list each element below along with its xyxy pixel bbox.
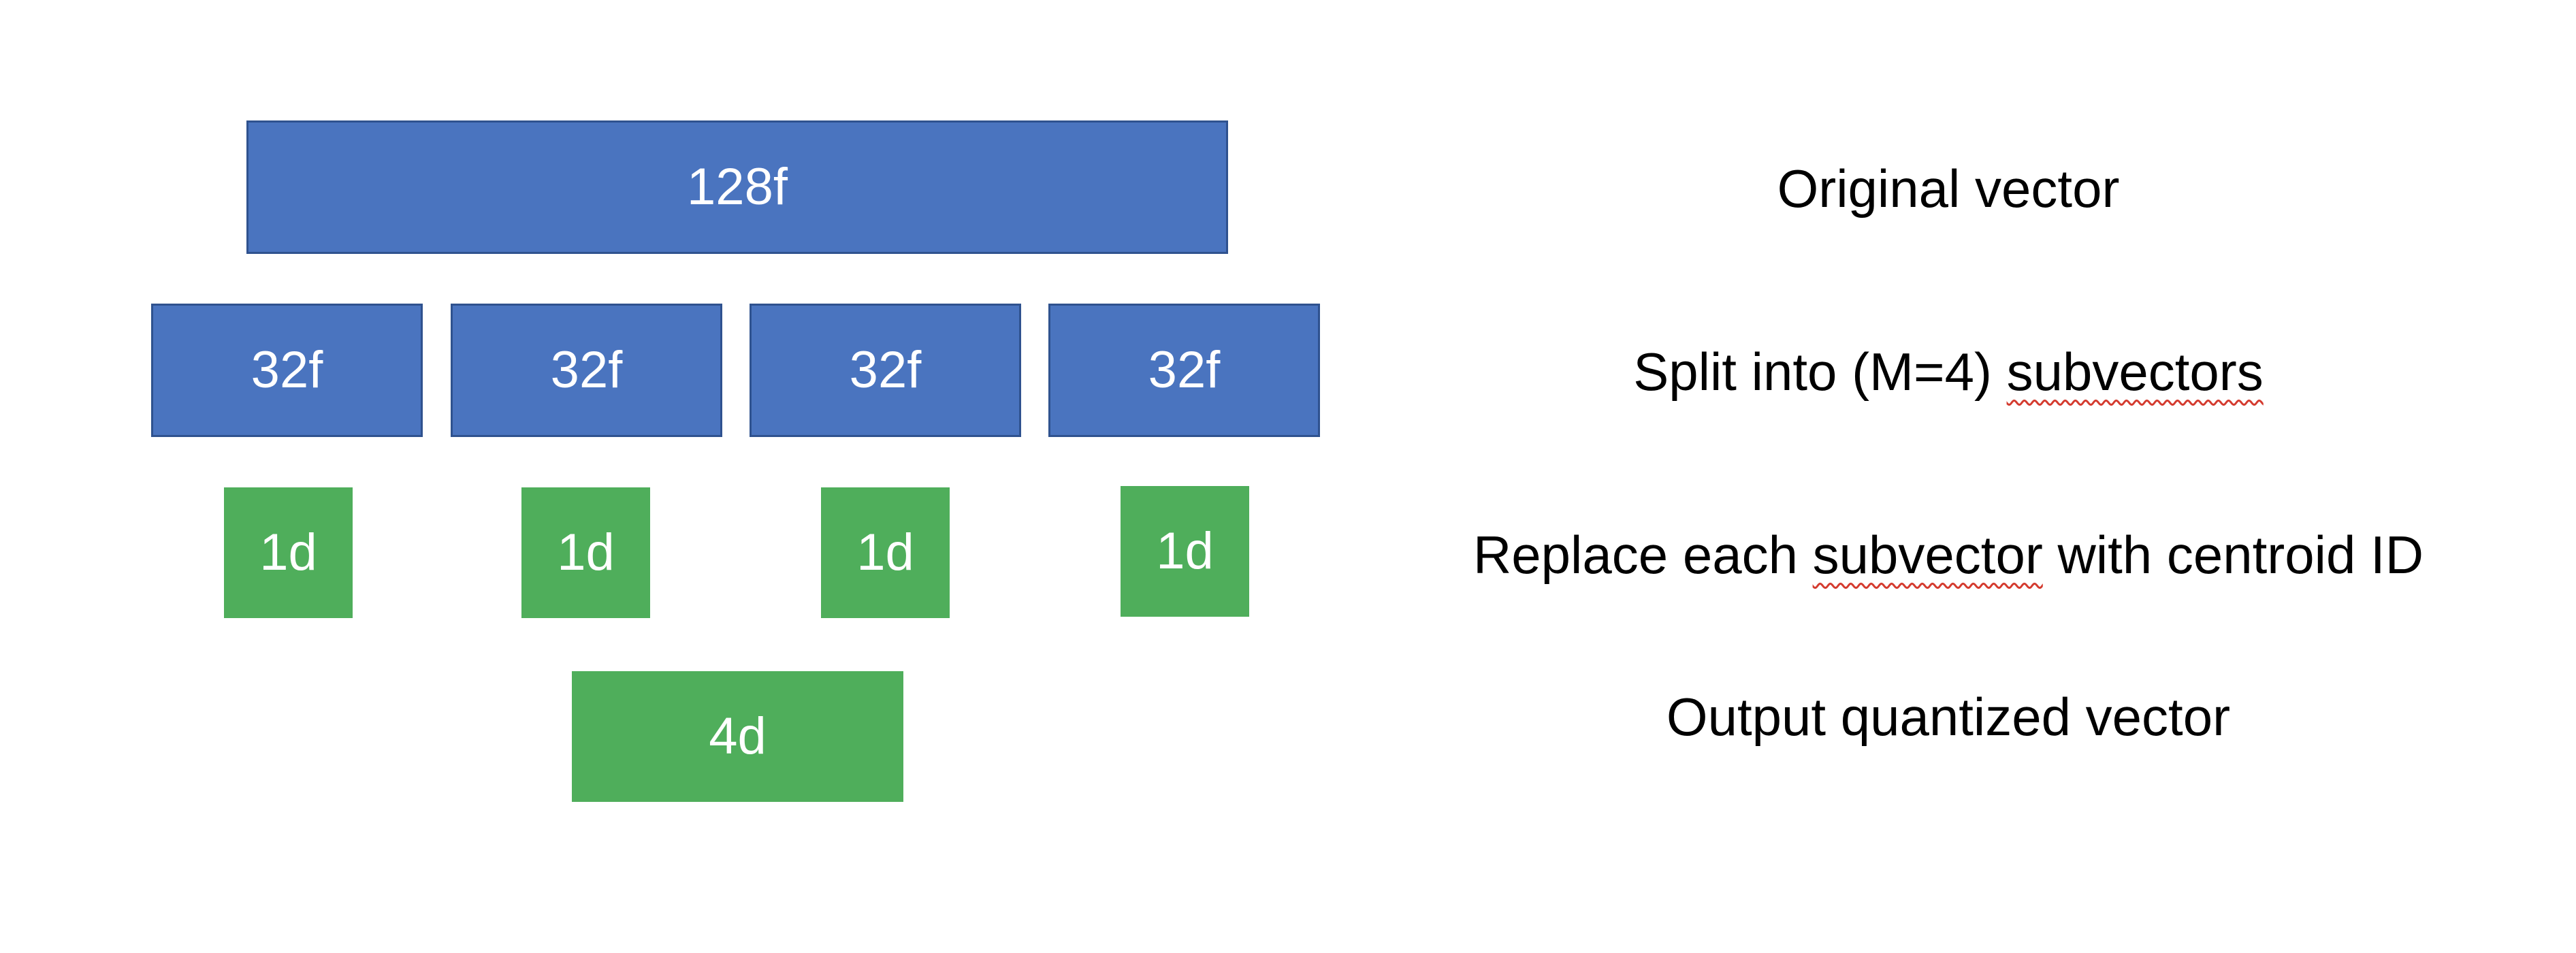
centroid-id-label: 1d [557, 523, 615, 581]
centroid-id-block-2: 1d [521, 487, 650, 618]
subvector-block-4: 32f [1048, 304, 1320, 437]
subvector-label: 32f [550, 341, 623, 399]
centroid-id-label: 1d [856, 523, 914, 581]
subvector-label: 32f [251, 341, 323, 399]
subvector-block-3: 32f [750, 304, 1021, 437]
subvector-label: 32f [1148, 341, 1221, 399]
original-vector-label: 128f [687, 158, 788, 216]
caption-replace-suffix: with centroid ID [2042, 525, 2424, 585]
subvector-block-2: 32f [451, 304, 722, 437]
caption-split-underlined-word: subvectors [2006, 342, 2264, 402]
subvector-label: 32f [849, 341, 922, 399]
caption-replace-underlined-word: subvector [1812, 525, 2043, 585]
centroid-id-block-4: 1d [1121, 486, 1249, 617]
caption-split-text: Split into (M=4) [1633, 342, 2007, 402]
subvector-block-1: 32f [151, 304, 423, 437]
caption-original-vector: Original vector [1777, 159, 2120, 219]
caption-replace-centroid: Replace each subvector with centroid ID [1473, 528, 2424, 581]
centroid-id-label: 1d [259, 523, 317, 581]
caption-replace-prefix: Replace each [1472, 525, 1813, 585]
centroid-id-block-3: 1d [821, 487, 950, 618]
centroid-id-label: 1d [1156, 522, 1214, 580]
output-code-block: 4d [572, 671, 903, 802]
original-vector-block: 128f [246, 120, 1228, 254]
output-code-label: 4d [709, 707, 767, 765]
caption-split-subvectors: Split into (M=4) subvectors [1633, 345, 2264, 398]
centroid-id-block-1: 1d [224, 487, 353, 618]
caption-output-quantized: Output quantized vector [1666, 687, 2231, 747]
